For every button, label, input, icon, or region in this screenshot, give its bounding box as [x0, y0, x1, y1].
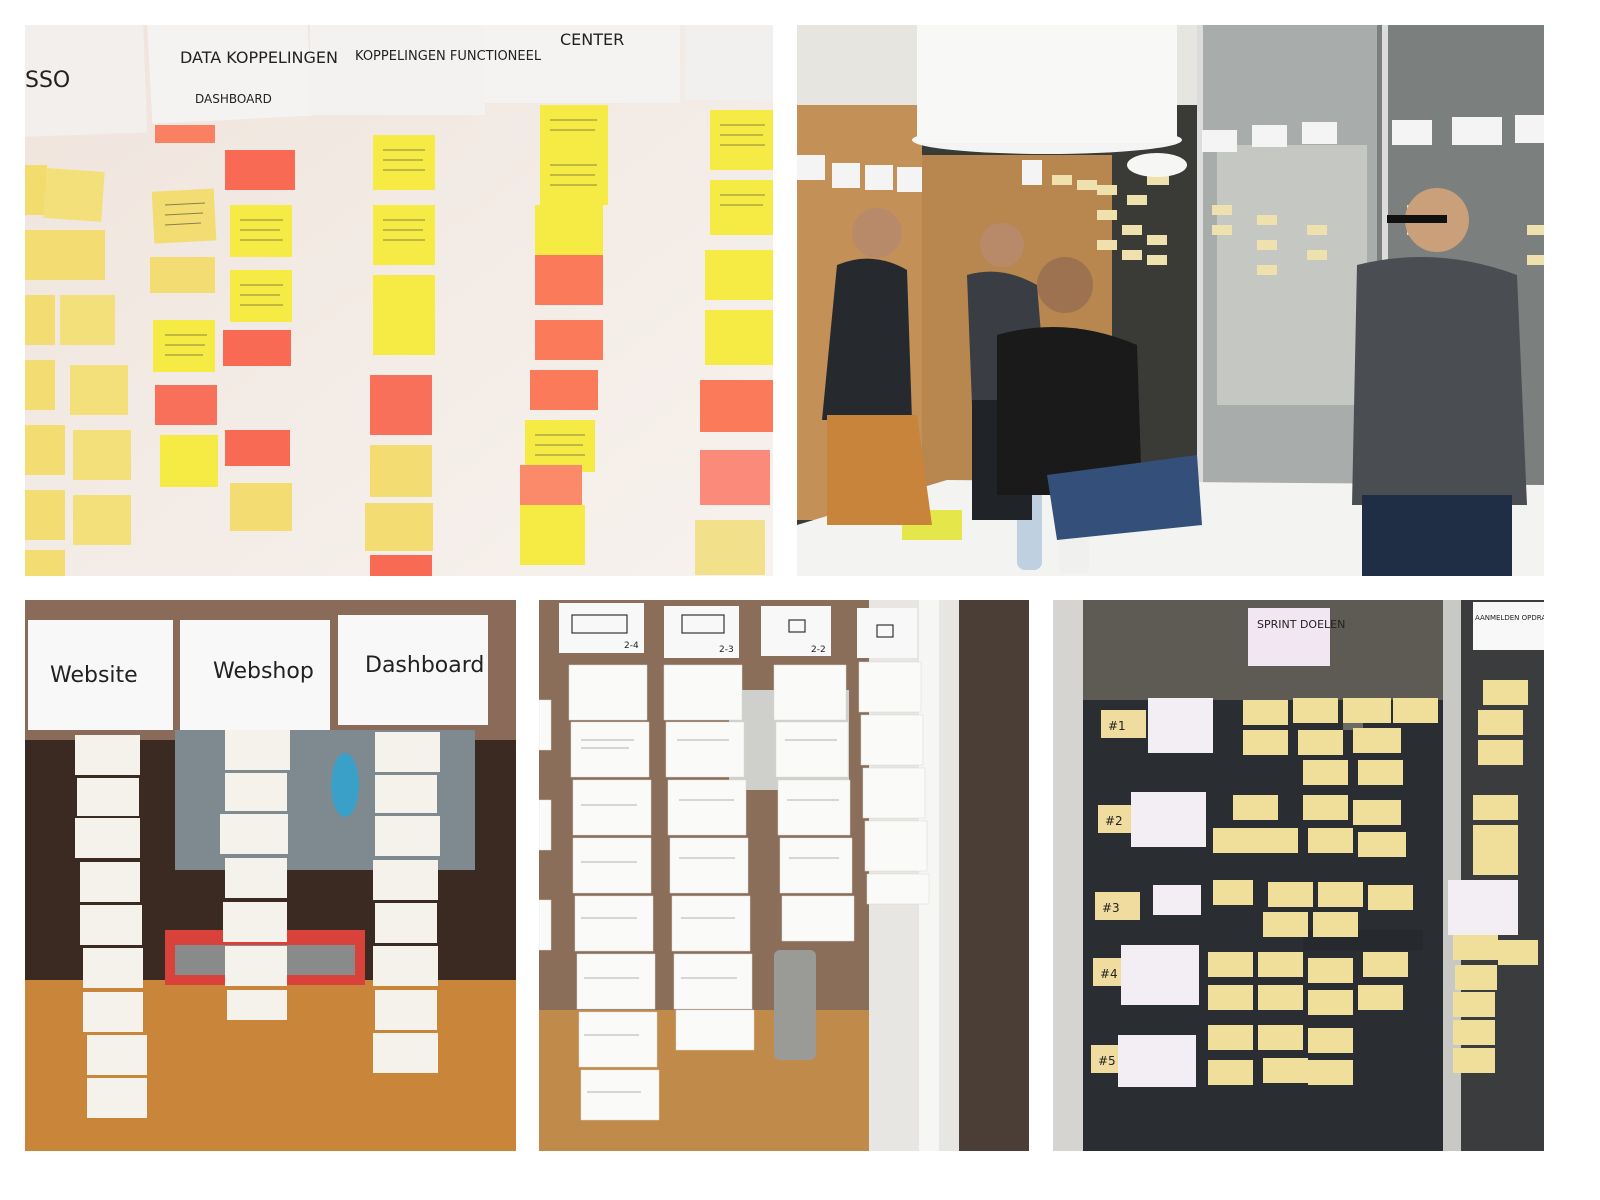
header-center: CENTER [560, 30, 624, 49]
sticky-note-grid [25, 105, 773, 576]
sprint-goals-label: SPRINT DOELEN [1257, 618, 1345, 631]
row-label-1: #1 [1108, 719, 1126, 733]
story-cards-columns [75, 730, 440, 1118]
photo-sprint-goals-door: SPRINT DOELEN AANMELDEN OPDRACHTGEVER #1… [1053, 600, 1544, 1151]
sprint-goal-papers [1118, 698, 1518, 1087]
photo-glass-board-columns: Website Webshop Dashboard [25, 600, 516, 1151]
row-label-5: #5 [1098, 1054, 1116, 1068]
card-text-lines [581, 739, 839, 1093]
card-label-2-2: 2-2 [811, 645, 826, 655]
row-label-3: #3 [1102, 901, 1120, 915]
card-label-2-3: 2-3 [719, 645, 734, 655]
aanmelden-opdrachtgever-label: AANMELDEN OPDRACHTGEVER [1475, 614, 1544, 622]
person-right [1352, 188, 1527, 576]
row-label-2: #2 [1105, 814, 1123, 828]
column-header-website: Website [50, 663, 138, 688]
header-data-koppelingen: DATA KOPPELINGEN [180, 48, 338, 67]
photo-team-discussion [797, 25, 1544, 576]
column-header-dashboard: Dashboard [365, 653, 484, 678]
handwriting-scribbles [164, 119, 765, 456]
card-label-2-4: 2-4 [624, 641, 639, 651]
column-header-webshop: Webshop [213, 659, 314, 684]
glass-header-cards [797, 115, 1544, 192]
header-koppelingen-functioneel: KOPPELINGEN FUNCTIONEEL [355, 49, 542, 64]
sprint-sticky-notes [1208, 680, 1538, 1085]
header-dashboard: DASHBOARD [195, 92, 272, 106]
row-label-4: #4 [1100, 967, 1118, 981]
person-seated [997, 257, 1202, 540]
story-card-stacks [539, 661, 930, 1121]
photo-glass-board-cards: 2-4 2-3 2-2 [539, 600, 1029, 1151]
photo-wall-sticky-notes: SSO DATA KOPPELINGEN DASHBOARD KOPPELING… [25, 25, 773, 576]
header-sso: SSO [25, 68, 70, 93]
person-left [822, 208, 932, 525]
